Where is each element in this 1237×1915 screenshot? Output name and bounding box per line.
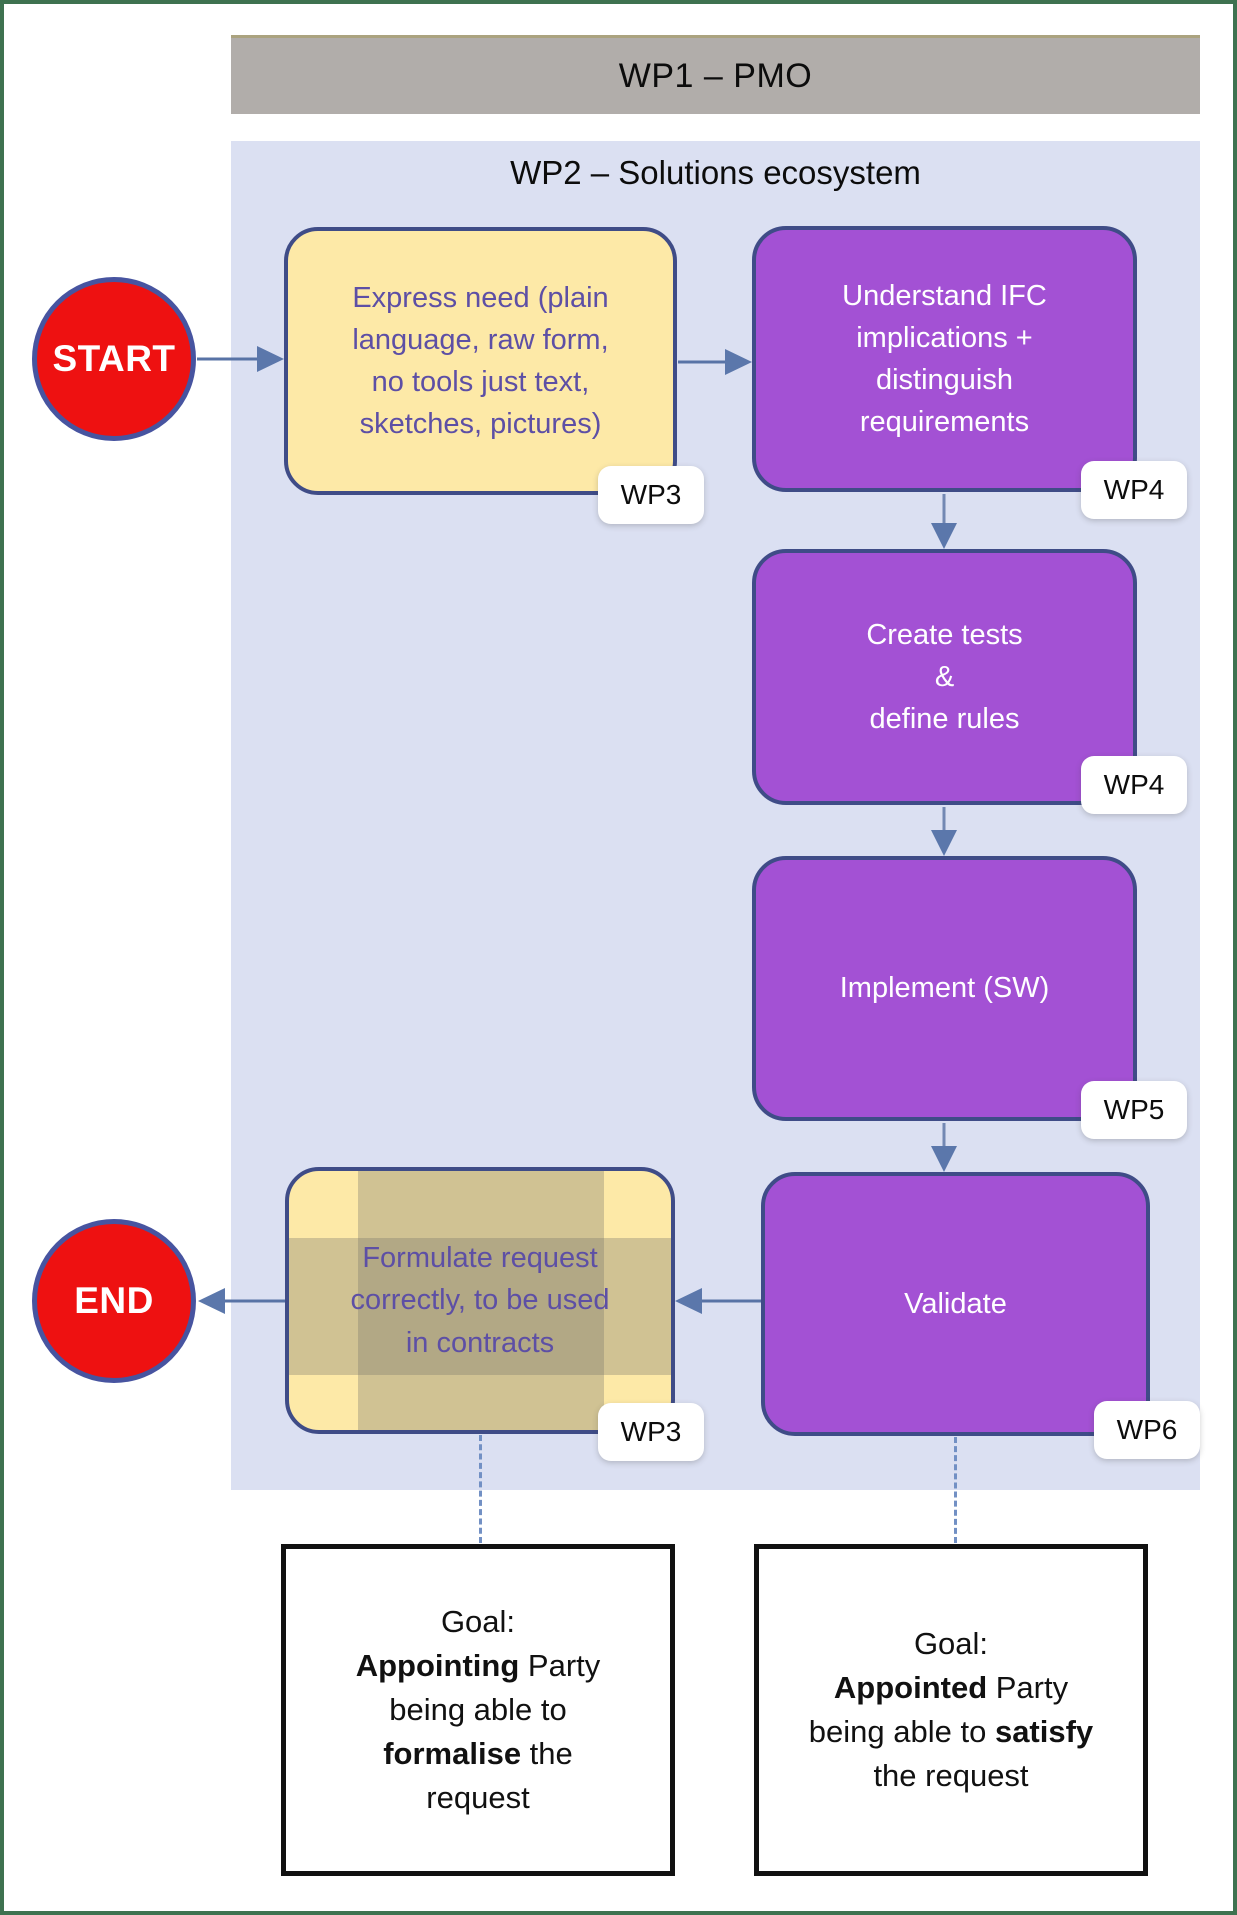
arrow-formulate-to-end	[198, 1288, 285, 1314]
dashed-connector-formulate-goal	[479, 1435, 482, 1543]
goal-right-line1: Goal:	[913, 1625, 989, 1661]
node-implement-sw: Implement (SW)	[752, 856, 1137, 1121]
badge-wp3-formulate: WP3	[598, 1403, 704, 1461]
arrow-validate-to-formulate	[675, 1288, 761, 1314]
arrow-head-down-icon	[931, 1146, 957, 1172]
node-understand-ifc: Understand IFC implications + distinguis…	[752, 226, 1137, 492]
arrow-head-right-icon	[257, 346, 284, 372]
arrow-head-left-icon	[198, 1288, 225, 1314]
goal-left-line5: request	[426, 1780, 530, 1816]
node-express-need-text: Express need (plain language, raw form, …	[352, 281, 609, 441]
node-formulate-request-text: Formulate request correctly, to be used …	[350, 1242, 610, 1359]
node-express-need: Express need (plain language, raw form, …	[284, 227, 677, 495]
goal-box-appointed-party: Goal: Appointed Party being able to sati…	[754, 1544, 1148, 1876]
arrow-shaft	[697, 1299, 761, 1303]
arrow-head-right-icon	[725, 349, 752, 375]
arrow-shaft	[942, 807, 946, 836]
node-validate-text: Validate	[904, 1287, 1007, 1320]
start-label: START	[52, 338, 176, 379]
arrow-implement-to-validate	[931, 1123, 957, 1172]
node-create-tests: Create tests & define rules	[752, 549, 1137, 805]
badge-wp3-express: WP3	[598, 466, 704, 524]
goal-box-appointing-party: Goal: Appointing Party being able to for…	[281, 1544, 675, 1876]
badge-wp4-understand: WP4	[1081, 461, 1187, 519]
arrow-shaft	[678, 360, 730, 364]
arrow-express-to-understand	[678, 349, 752, 375]
arrow-understand-to-create	[931, 494, 957, 549]
goal-left-line3: being able to	[389, 1691, 567, 1727]
goal-left-line4: formalise the	[383, 1736, 573, 1771]
badge-wp5-implement: WP5	[1081, 1081, 1187, 1139]
dashed-connector-validate-goal	[954, 1437, 957, 1543]
arrow-shaft	[942, 494, 946, 529]
goal-right-line3: being able to satisfy	[808, 1714, 1094, 1749]
node-implement-sw-text: Implement (SW)	[839, 972, 1050, 1005]
arrow-head-down-icon	[931, 523, 957, 549]
goal-left-line1: Goal:	[440, 1603, 516, 1639]
arrow-create-to-implement	[931, 807, 957, 856]
node-create-tests-text: Create tests & define rules	[866, 618, 1023, 736]
node-understand-ifc-text: Understand IFC implications + distinguis…	[842, 279, 1047, 439]
end-label: END	[74, 1280, 154, 1321]
goal-right-line4: the request	[873, 1758, 1029, 1794]
end-terminal: END	[32, 1219, 196, 1383]
start-terminal: START	[32, 277, 196, 441]
selection-highlight-horizontal	[289, 1238, 671, 1375]
wp1-lane-title: WP1 – PMO	[618, 56, 813, 95]
node-validate: Validate	[761, 1172, 1150, 1436]
wp2-lane-title: WP2 – Solutions ecosystem	[510, 154, 921, 191]
badge-wp4-create: WP4	[1081, 756, 1187, 814]
badge-wp6-validate: WP6	[1094, 1401, 1200, 1459]
goal-right-line2: Appointed Party	[833, 1669, 1069, 1705]
goal-left-line2: Appointing Party	[355, 1647, 601, 1683]
arrow-shaft	[220, 1299, 285, 1303]
arrow-head-left-icon	[675, 1288, 702, 1314]
arrow-shaft	[942, 1123, 946, 1152]
selection-highlight-vertical	[358, 1171, 604, 1430]
arrow-shaft	[197, 357, 262, 361]
wp1-pmo-lane-header: WP1 – PMO	[231, 35, 1200, 114]
arrow-head-down-icon	[931, 830, 957, 856]
node-formulate-request: Formulate request correctly, to be used …	[285, 1167, 675, 1434]
arrow-start-to-express	[197, 346, 284, 372]
